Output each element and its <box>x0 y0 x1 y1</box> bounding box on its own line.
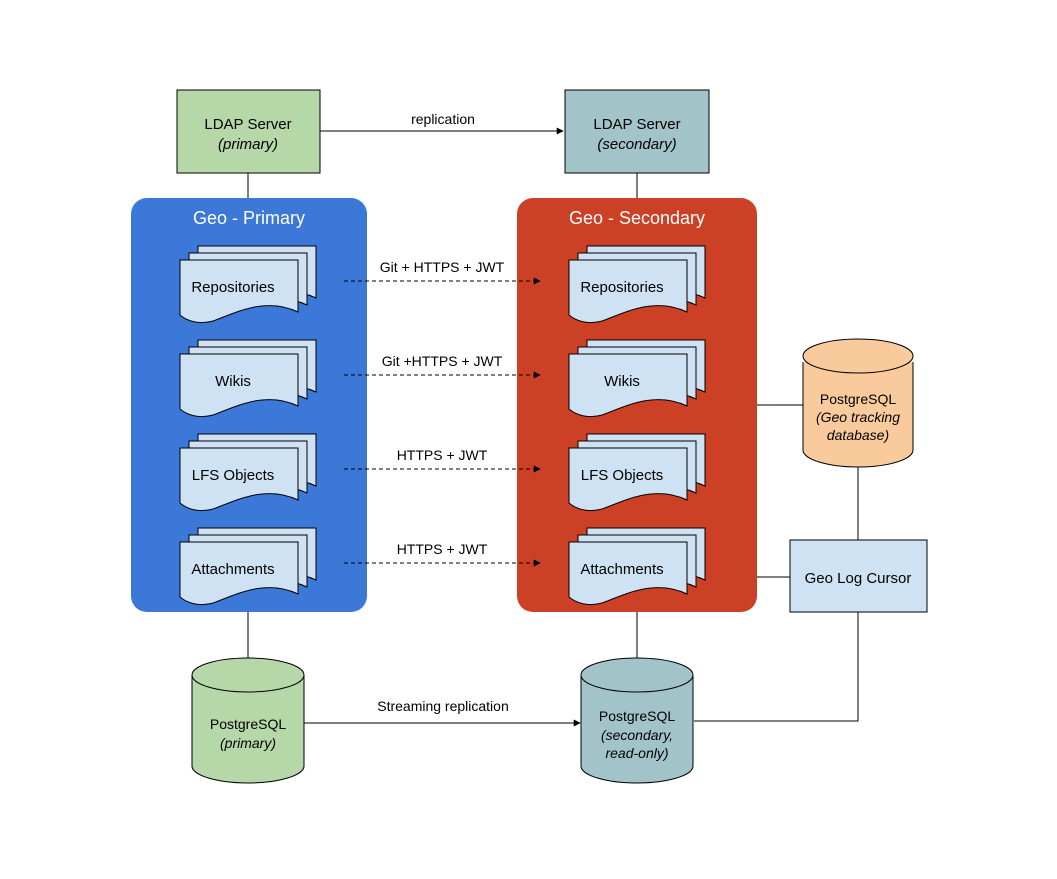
geo-secondary-doc-label: Attachments <box>580 561 663 578</box>
geo-primary-doc-label: Repositories <box>191 279 274 296</box>
tracking-database: PostgreSQL (Geo tracking database) <box>802 338 914 468</box>
ldap-secondary-box <box>564 89 710 174</box>
geo-secondary-doc-stack: Wikis <box>568 339 706 418</box>
postgresql-secondary: PostgreSQL (secondary, read-only) <box>580 657 694 784</box>
geo-secondary-doc-sheet <box>568 541 688 606</box>
pg-primary-body <box>191 675 305 784</box>
geo-primary-doc-label: Wikis <box>215 373 251 390</box>
geo-primary-title: Geo - Primary <box>193 208 305 228</box>
geo-primary-doc-label: Attachments <box>191 561 274 578</box>
pg-primary-top <box>191 657 305 693</box>
ldap-primary-title: LDAP Server <box>204 116 291 133</box>
ldap-secondary-title: LDAP Server <box>593 116 680 133</box>
ldap-primary-subtitle: (primary) <box>218 136 278 153</box>
postgresql-primary: PostgreSQL (primary) <box>191 657 305 784</box>
sync-label: Git + HTTPS + JWT <box>380 259 505 275</box>
pg-secondary-line2: read-only) <box>605 745 668 761</box>
tracking-db-body <box>802 362 914 468</box>
geo-primary-doc-stack: Repositories <box>179 245 317 324</box>
pg-primary-title: PostgreSQL <box>210 716 286 732</box>
ldap-server-secondary: LDAP Server (secondary) <box>564 89 710 174</box>
geo-primary-doc-sheet <box>179 259 299 324</box>
sync-arrows: Git + HTTPS + JWT Git +HTTPS + JWT HTTPS +… <box>344 259 541 567</box>
sync-label: Git +HTTPS + JWT <box>382 353 503 369</box>
ldap-primary-box <box>176 89 321 174</box>
log-cursor-to-pg-secondary-connector <box>694 612 859 722</box>
geo-secondary-doc-stack: Repositories <box>568 245 706 324</box>
sync-label: HTTPS + JWT <box>397 541 488 557</box>
geo-primary-doc-stack: LFS Objects <box>179 433 317 512</box>
geo-primary-doc-label: LFS Objects <box>192 467 275 484</box>
log-cursor-label: Geo Log Cursor <box>805 570 912 587</box>
pg-primary-subtitle: (primary) <box>220 735 276 751</box>
tracking-db-line1: (Geo tracking <box>816 409 900 425</box>
geo-primary-doc-sheet <box>179 353 299 418</box>
geo-secondary-doc-sheet <box>568 447 688 512</box>
replication-label: replication <box>411 111 475 127</box>
ldap-secondary-subtitle: (secondary) <box>597 136 676 153</box>
geo-primary-doc-stack: Wikis <box>179 339 317 418</box>
geo-secondary-doc-sheet <box>568 353 688 418</box>
geo-secondary-doc-label: Repositories <box>580 279 663 296</box>
geo-primary-doc-sheet <box>179 541 299 606</box>
connectors <box>247 127 859 727</box>
tracking-db-title: PostgreSQL <box>820 391 896 407</box>
geo-secondary-doc-label: Wikis <box>604 373 640 390</box>
pg-secondary-title: PostgreSQL <box>599 708 675 724</box>
geo-secondary-doc-stack: Attachments <box>568 527 706 606</box>
streaming-replication-label: Streaming replication <box>377 698 509 714</box>
ldap-server-primary: LDAP Server (primary) <box>176 89 321 174</box>
pg-secondary-line1: (secondary, <box>601 727 673 743</box>
geo-secondary-title: Geo - Secondary <box>569 208 705 228</box>
pg-secondary-body <box>580 675 694 784</box>
geo-log-cursor: Geo Log Cursor <box>789 539 928 613</box>
log-cursor-box <box>789 539 928 613</box>
sync-label: HTTPS + JWT <box>397 447 488 463</box>
geo-primary-doc-sheet <box>179 447 299 512</box>
geo-secondary-doc-sheet <box>568 259 688 324</box>
geo-primary-doc-stack: Attachments <box>179 527 317 606</box>
tracking-db-line2: database) <box>827 427 889 443</box>
geo-secondary-doc-label: LFS Objects <box>581 467 664 484</box>
geo-secondary-doc-stack: LFS Objects <box>568 433 706 512</box>
pg-secondary-top <box>580 657 694 693</box>
tracking-db-top <box>802 338 914 374</box>
